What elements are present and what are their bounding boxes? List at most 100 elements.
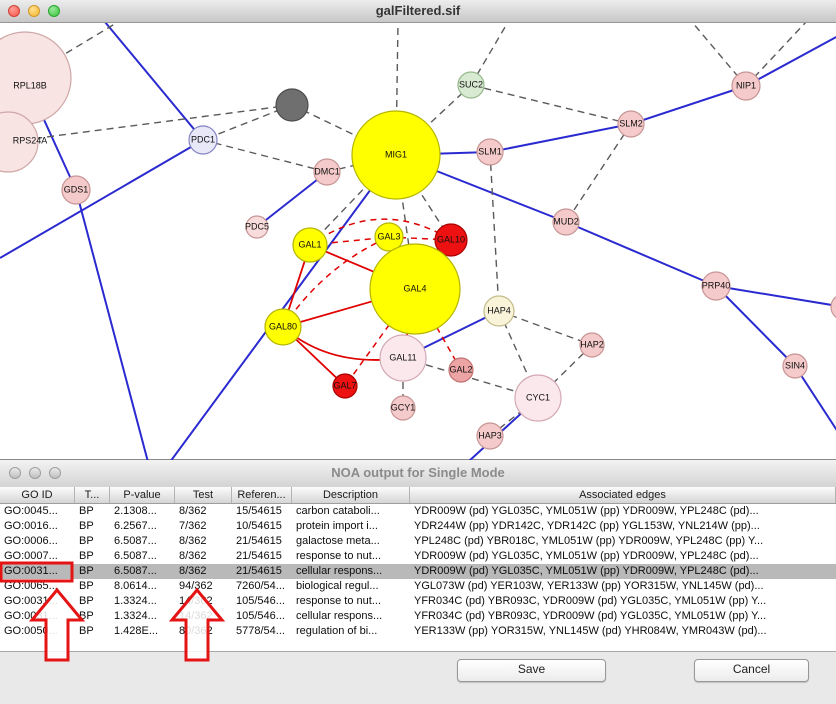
column-header-description[interactable]: Description [292, 487, 410, 503]
node-SLM1[interactable] [476, 138, 504, 166]
node-RPL18B[interactable] [0, 31, 72, 125]
node-GAL10[interactable] [434, 223, 468, 257]
cell-r5-c1: BP [79, 580, 94, 592]
close-icon[interactable] [9, 467, 21, 479]
cell-r1-c3: 7/362 [179, 520, 207, 532]
node-HAP4[interactable] [483, 295, 515, 327]
node-label-RPS24A: RPS24A [13, 135, 48, 145]
minimize-icon[interactable] [29, 467, 41, 479]
cell-r0-c4: 15/54615 [236, 505, 282, 517]
edge-SLM1-HAP4 [489, 151, 500, 312]
edge-SLM2-NIP1 [630, 85, 747, 125]
node-label-PDC5: PDC5 [245, 221, 269, 231]
node-label-SLM2: SLM2 [619, 118, 643, 128]
node-GAL11[interactable] [379, 334, 427, 382]
node-MUD2[interactable] [552, 208, 580, 236]
edge-GAL1-GAL10 [309, 218, 452, 246]
cell-r6-c6: YFR034C (pd) YBR093C, YDR009W (pd) YGL03… [414, 595, 767, 607]
node-label-NIP1: NIP1 [736, 80, 756, 90]
cell-r0-c1: BP [79, 505, 94, 517]
cell-r1-c2: 6.2567... [114, 520, 157, 532]
edge-PRP40-edgeNode [715, 285, 836, 307]
node-GAL4[interactable] [369, 243, 461, 335]
node-unnamed[interactable] [275, 88, 309, 122]
node-label-GAL2: GAL2 [449, 364, 472, 374]
node-label-GAL7: GAL7 [333, 380, 356, 390]
node-HAP2[interactable] [579, 332, 605, 358]
edge-MIG1-off [395, 21, 399, 156]
cell-r2-c1: BP [79, 535, 94, 547]
node-SUC2[interactable] [457, 71, 485, 99]
noa-titlebar[interactable]: NOA output for Single Mode [0, 460, 836, 488]
node-GAL80[interactable] [264, 308, 302, 346]
edge-MUD2-PRP40 [565, 221, 717, 287]
cell-r8-c6: YER133W (pp) YOR315W, YNL145W (pd) YHR08… [414, 625, 767, 637]
edge-off-PDC1 [104, 21, 204, 141]
node-HAP3[interactable] [476, 422, 504, 450]
node-PDC1[interactable] [188, 125, 218, 155]
column-header-referen[interactable]: Referen... [232, 487, 292, 503]
cell-r7-c5: cellular respons... [296, 610, 383, 622]
zoom-icon[interactable] [48, 5, 60, 17]
edge-PDC5-DMC1 [256, 171, 328, 228]
save-button[interactable]: Save [457, 659, 606, 682]
cell-r4-c1: BP [79, 565, 94, 577]
node-label-GAL80: GAL80 [269, 321, 297, 331]
node-GAL2[interactable] [448, 357, 474, 383]
cell-r5-c4: 7260/54... [236, 580, 285, 592]
node-label-GAL10: GAL10 [437, 234, 465, 244]
close-icon[interactable] [8, 5, 20, 17]
node-GCY1[interactable] [390, 395, 416, 421]
cell-r3-c1: BP [79, 550, 94, 562]
column-header-associated-edges[interactable]: Associated edges [410, 487, 836, 503]
node-CYC1[interactable] [514, 374, 562, 422]
column-header-t[interactable]: T... [75, 487, 110, 503]
node-DMC1[interactable] [313, 158, 341, 186]
node-GAL1[interactable] [292, 227, 328, 263]
node-NIP1[interactable] [731, 71, 761, 101]
node-edgeNode[interactable] [830, 294, 836, 320]
node-RPS24A[interactable] [0, 111, 39, 173]
cell-r8-c2: 1.428E... [114, 625, 159, 637]
edge-MIG1-GAL1 [309, 154, 397, 246]
cell-r4-c2: 6.5087... [114, 565, 157, 577]
node-label-SLM1: SLM1 [478, 146, 502, 156]
cell-r3-c6: YDR009W (pd) YGL035C, YML051W (pp) YDR00… [414, 550, 759, 562]
node-GAL7[interactable] [332, 373, 358, 399]
node-GDS1[interactable] [61, 175, 91, 205]
column-header-test[interactable]: Test [175, 487, 232, 503]
node-GAL3[interactable] [374, 222, 404, 252]
cancel-button[interactable]: Cancel [694, 659, 809, 682]
node-MIG1[interactable] [351, 110, 441, 200]
node-PRP40[interactable] [701, 271, 731, 301]
cell-r4-c5: cellular respons... [296, 565, 383, 577]
edge-SIN4-off [794, 365, 836, 431]
cell-r7-c6: YFR034C (pd) YBR093C, YDR009W (pd) YGL03… [414, 610, 767, 622]
cell-r4-c4: 21/54615 [236, 565, 282, 577]
node-label-CYC1: CYC1 [526, 392, 550, 402]
column-header-p-value[interactable]: P-value [110, 487, 175, 503]
node-PDC5[interactable] [245, 215, 269, 239]
minimize-icon[interactable] [28, 5, 40, 17]
node-SLM2[interactable] [617, 110, 645, 138]
cell-r6-c0: GO:0031... [4, 595, 58, 607]
node-SIN4[interactable] [782, 353, 808, 379]
node-label-SIN4: SIN4 [785, 360, 805, 370]
node-label-HAP2: HAP2 [580, 339, 604, 349]
network-canvas[interactable]: RPL18BRPS24AGDS1PDC1DMC1MIG1SUC2SLM1SLM2… [0, 0, 836, 460]
column-header-go-id[interactable]: GO ID [0, 487, 75, 503]
zoom-icon[interactable] [49, 467, 61, 479]
graph-titlebar[interactable]: galFiltered.sif [0, 0, 836, 23]
